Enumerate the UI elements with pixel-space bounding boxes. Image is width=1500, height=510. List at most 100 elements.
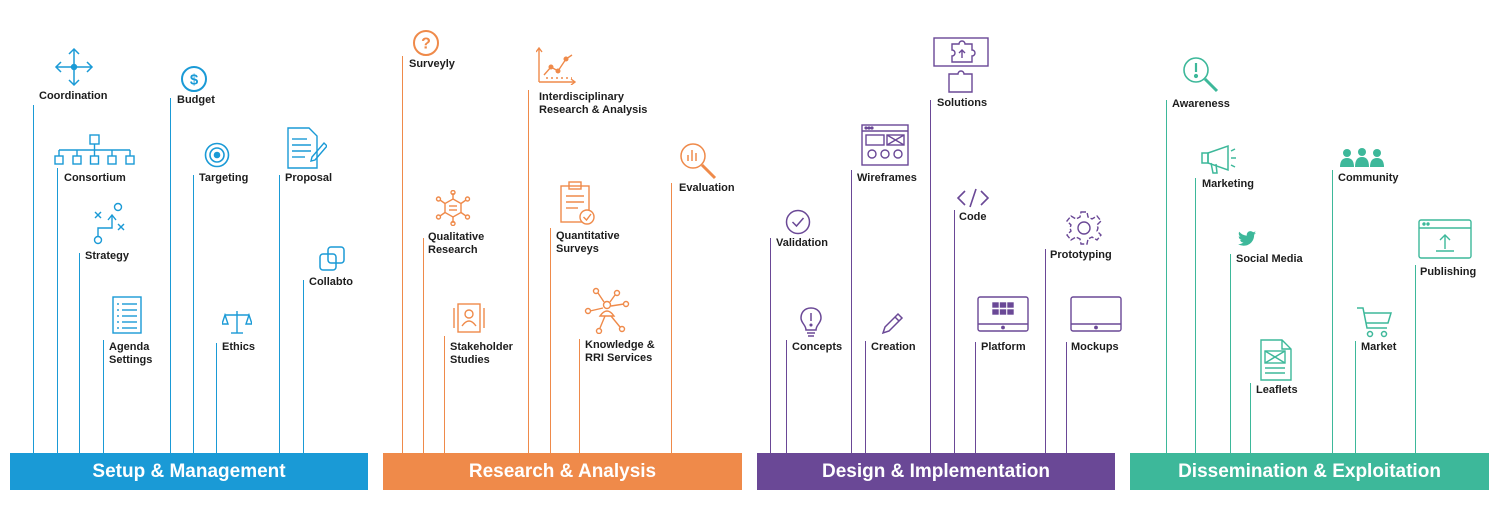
connector-line (1166, 100, 1167, 453)
connector-line (33, 105, 34, 453)
connector-line (303, 280, 304, 453)
collaboration-squares-icon (319, 246, 345, 271)
code-brackets-icon (956, 188, 990, 208)
connector-line (1195, 178, 1196, 453)
label-strategy: Strategy (85, 250, 130, 262)
connector-line (423, 238, 424, 453)
wireframe-window-icon (861, 124, 909, 166)
svg-text:?: ? (421, 36, 431, 53)
label-ethics: Ethics (222, 341, 256, 353)
label-evaluation: Evaluation (679, 182, 735, 194)
connector-line (770, 238, 771, 453)
document-list-icon (112, 296, 142, 334)
id-badge-icon (453, 303, 485, 333)
label-stakeholder-studies: Stakeholder Studies (450, 341, 513, 366)
knowledge-network-icon (584, 287, 630, 334)
label-coordination: Coordination (39, 90, 108, 102)
connector-line (216, 343, 217, 453)
twitter-bird-icon (1238, 231, 1256, 246)
label-consortium: Consortium (64, 172, 126, 184)
connector-line (1066, 342, 1067, 453)
label-creation: Creation (871, 341, 916, 353)
network-hexagon-icon (435, 190, 471, 226)
publishing-upload-window-icon (1418, 219, 1472, 259)
connector-line (528, 90, 529, 453)
connector-line (402, 56, 403, 453)
label-solutions: Solutions (937, 97, 988, 109)
label-platform: Platform (981, 341, 1026, 353)
connector-line (550, 228, 551, 453)
connector-line (103, 340, 104, 453)
label-social-media: Social Media (1236, 253, 1303, 265)
platform-monitor-icon (977, 296, 1029, 332)
connector-line (954, 210, 955, 453)
puzzle-solution-icon (933, 37, 989, 93)
mockup-monitor-icon (1070, 296, 1122, 332)
scales-icon (222, 311, 252, 334)
label-interdisciplinary: Interdisciplinary Research & Analysis (539, 91, 648, 116)
label-targeting: Targeting (199, 172, 249, 184)
category-band-setup: Setup & Management (10, 453, 368, 490)
label-collabto: Collabto (309, 276, 353, 288)
connector-line (193, 175, 194, 453)
lightbulb-icon (800, 307, 822, 337)
connector-line (1045, 249, 1046, 453)
connector-line (975, 342, 976, 453)
label-leaflets: Leaflets (1256, 384, 1298, 396)
shopping-cart-icon (1357, 307, 1392, 338)
connector-line (851, 170, 852, 453)
connector-line (79, 253, 80, 453)
label-awareness: Awareness (1172, 98, 1230, 110)
label-concepts: Concepts (792, 341, 843, 353)
category-band-design: Design & Implementation (757, 453, 1115, 490)
label-quantitative-surveys: Quantitative Surveys (556, 230, 620, 255)
connector-line (1230, 254, 1231, 453)
check-circle-icon (785, 209, 811, 235)
label-wireframes: Wireframes (857, 172, 917, 184)
label-knowledge-rri: Knowledge & RRI Services (585, 339, 655, 364)
label-budget: Budget (177, 94, 215, 106)
label-community: Community (1338, 172, 1399, 184)
label-proposal: Proposal (285, 172, 333, 184)
line-chart-icon (536, 47, 576, 85)
connector-line (57, 168, 58, 453)
move-arrows-icon (54, 47, 94, 87)
svg-text:$: $ (190, 72, 199, 89)
label-code: Code (959, 211, 987, 223)
label-surveyly: Surveyly (409, 58, 455, 70)
label-publishing: Publishing (1420, 266, 1477, 278)
connector-line (1415, 265, 1416, 453)
label-mockups: Mockups (1071, 341, 1119, 353)
dollar-coin-icon: $ (181, 66, 207, 92)
community-people-icon (1340, 148, 1384, 167)
label-marketing: Marketing (1202, 178, 1254, 190)
label-market: Market (1361, 341, 1397, 353)
pencil-icon (881, 312, 904, 335)
connector-line (444, 336, 445, 453)
megaphone-icon (1201, 144, 1236, 174)
connector-line (579, 339, 580, 453)
leaflet-document-icon (1260, 339, 1292, 381)
alert-magnifier-icon (1183, 57, 1219, 93)
category-band-dissemination: Dissemination & Exploitation (1130, 453, 1489, 490)
label-qualitative-research: Qualitative Research (428, 231, 485, 256)
connector-line (786, 340, 787, 453)
connector-line (930, 100, 931, 453)
category-band-research: Research & Analysis (383, 453, 742, 490)
target-icon (204, 142, 230, 168)
connector-line (1332, 170, 1333, 453)
label-prototyping: Prototyping (1050, 249, 1112, 261)
strategy-play-icon (93, 202, 125, 245)
connector-line (671, 183, 672, 453)
connector-line (1355, 341, 1356, 453)
clipboard-check-icon (560, 181, 595, 225)
gear-icon (1066, 211, 1102, 245)
label-validation: Validation (776, 237, 828, 249)
connector-line (170, 98, 171, 453)
question-circle-icon: ? (413, 30, 439, 56)
label-agenda-settings: Agenda Settings (109, 341, 153, 366)
proposal-document-icon (287, 127, 327, 169)
magnifier-chart-icon (680, 143, 717, 180)
org-chart-icon (54, 134, 135, 165)
